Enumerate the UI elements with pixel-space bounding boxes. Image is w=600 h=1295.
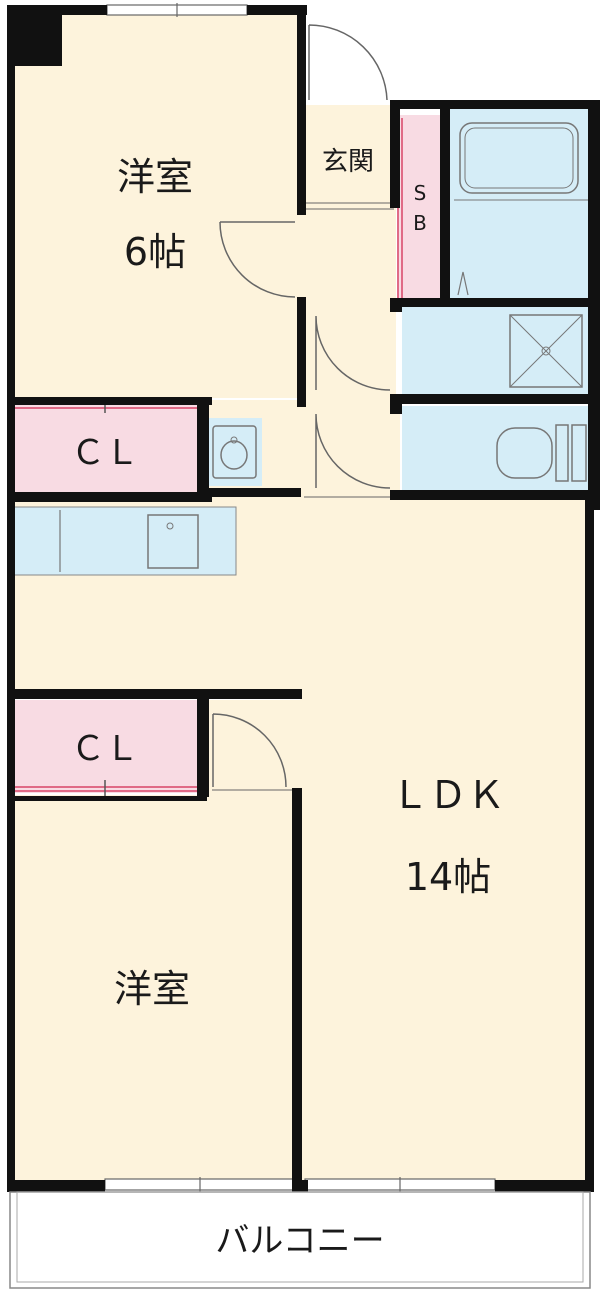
toilet-door xyxy=(315,413,391,489)
bottom-hall-area xyxy=(205,700,300,795)
western-room-top-door xyxy=(219,221,296,298)
front-door xyxy=(308,24,388,101)
balcony xyxy=(9,1191,591,1289)
western-room-bottom-area xyxy=(14,795,297,1180)
washing-machine-pan xyxy=(509,314,583,388)
fixtures xyxy=(59,122,590,572)
closet-top-area xyxy=(14,401,197,493)
shoe-box-area xyxy=(397,115,440,298)
entrance-area xyxy=(306,112,392,202)
shoe-box-line1: S xyxy=(414,181,427,205)
labels: 洋室 6帖 ＣＬ 玄関 S B ＣＬ ＬＤＫ 14帖 洋室 バルコニー xyxy=(71,147,505,1261)
entrance-name: 玄関 xyxy=(322,147,374,177)
shoe-box-line2: B xyxy=(413,211,427,235)
doors xyxy=(212,24,394,791)
western-room-top-name: 洋室 xyxy=(117,155,193,199)
balcony-rail xyxy=(9,1191,591,1289)
closet-bottom-area xyxy=(14,700,197,793)
ldk-name: ＬＤＫ xyxy=(391,773,505,817)
toilet-area xyxy=(402,406,590,496)
western-room-top-size: 6帖 xyxy=(124,230,186,274)
balcony-name: バルコニー xyxy=(215,1221,384,1261)
ldk-size: 14帖 xyxy=(405,855,491,899)
washroom-area xyxy=(402,306,590,396)
basin-area xyxy=(207,418,262,486)
shower-fixture xyxy=(457,271,469,296)
kitchen-sink xyxy=(147,514,199,569)
toilet-bowl xyxy=(496,427,553,479)
room-fills xyxy=(13,12,590,1180)
western-room-bottom-door xyxy=(212,713,287,788)
bathtub xyxy=(459,122,579,194)
closet-top-name: ＣＬ xyxy=(71,433,139,473)
hand-basin xyxy=(212,425,257,479)
walls xyxy=(7,5,600,1192)
ldk-lower-area xyxy=(300,690,588,1180)
kitchen-counter xyxy=(13,506,237,576)
closet-bottom-name: ＣＬ xyxy=(71,729,139,769)
washroom-door xyxy=(315,315,391,391)
corner-column xyxy=(14,14,62,66)
western-room-bottom-name: 洋室 xyxy=(114,967,190,1011)
bathroom-area xyxy=(447,108,590,298)
western-room-top-area xyxy=(14,12,301,398)
